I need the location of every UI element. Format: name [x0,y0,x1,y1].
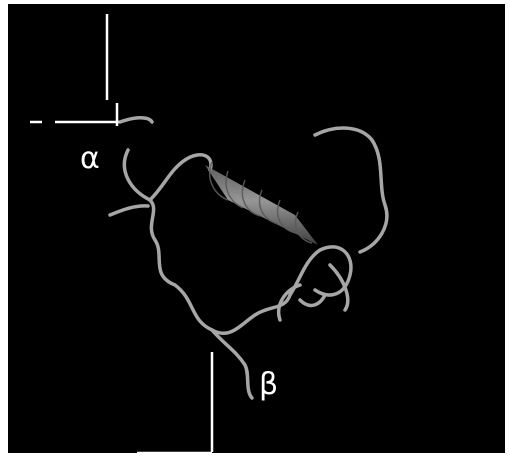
protein-ribbon [110,118,387,398]
annotation-lines [30,14,212,453]
alpha-helix [205,162,318,245]
alpha-label: α [80,144,100,174]
beta-label: β [259,370,278,400]
